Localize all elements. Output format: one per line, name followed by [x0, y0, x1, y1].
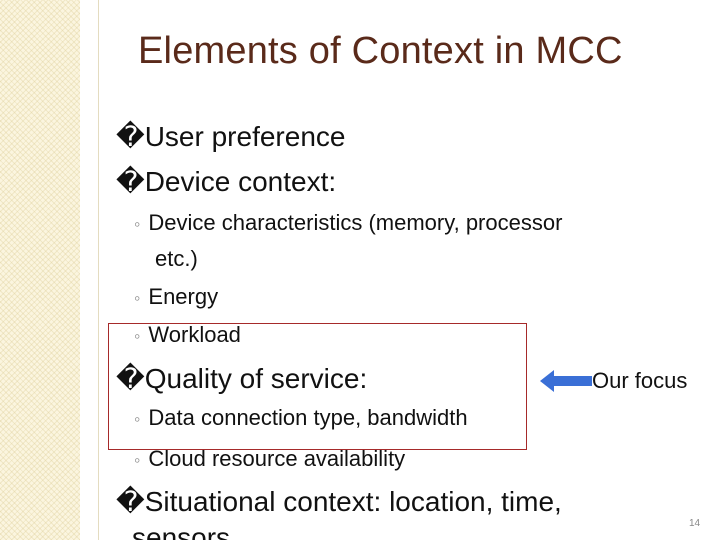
left-arrow-icon — [540, 370, 592, 392]
sub-bullet-data-connection: ◦ Data connection type, bandwidth — [134, 405, 468, 431]
bullet-situational-context-continued: sensors — [132, 522, 231, 540]
decorative-side-line — [98, 0, 99, 540]
sub-bullet-cloud-resource: ◦ Cloud resource availability — [134, 446, 405, 472]
sub-bullet-device-characteristics: ◦ Device characteristics (memory, process… — [134, 210, 562, 236]
sub-bullet-workload: ◦ Workload — [134, 322, 241, 348]
sub-bullet-text: Device characteristics (memory, processo… — [148, 210, 563, 235]
bullet-quality-of-service: �Quality of service: — [116, 363, 368, 394]
sub-bullet-text: Energy — [148, 284, 219, 309]
sub-bullet-text: Cloud resource availability — [148, 446, 406, 471]
our-focus-label: Our focus — [592, 368, 688, 393]
focus-highlight-box — [108, 323, 527, 450]
sub-bullet-text: Data connection type, bandwidth — [148, 405, 468, 430]
sub-bullet-marker: ◦ — [134, 326, 141, 346]
page-number: 14 — [689, 518, 701, 529]
sub-bullet-marker: ◦ — [134, 214, 141, 234]
sub-bullet-marker: ◦ — [134, 288, 141, 308]
sub-bullet-device-characteristics-continued: etc.) — [155, 246, 198, 271]
bullet-device-context: �Device context: — [116, 166, 337, 197]
sub-bullet-energy: ◦ Energy — [134, 284, 218, 310]
sub-bullet-marker: ◦ — [134, 409, 141, 429]
sub-bullet-text: Workload — [148, 322, 241, 347]
decorative-side-strip — [0, 0, 80, 540]
bullet-user-preference: �User preference — [116, 121, 346, 152]
slide-title: Elements of Context in MCC — [138, 30, 623, 72]
sub-bullet-marker: ◦ — [134, 450, 141, 470]
bullet-situational-context: �Situational context: location, time, — [116, 486, 562, 517]
